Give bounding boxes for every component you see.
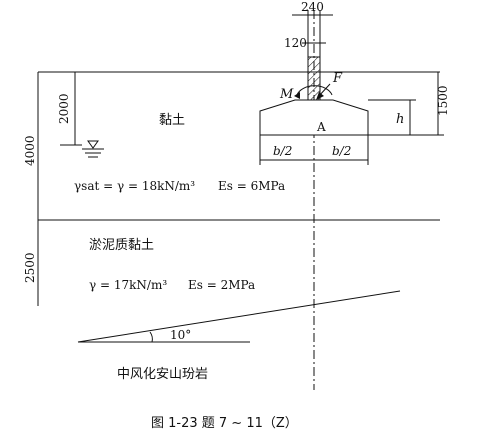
point-a-label: A <box>316 120 326 134</box>
layer1-es: Es = 6MPa <box>218 179 285 193</box>
column <box>307 56 321 101</box>
rock-surface-line <box>77 290 401 343</box>
force-label: F <box>332 71 343 86</box>
layer2-gamma: γ = 17kN/m³ <box>89 278 167 292</box>
layer1-name: 黏土 <box>159 112 185 128</box>
layer1-thickness-label: 4000 <box>23 135 37 166</box>
layer2-thickness-label: 2500 <box>23 252 37 283</box>
layer3-name: 中风化安山玢岩 <box>117 367 208 382</box>
layer1-gamma: γsat = γ = 18kN/m³ <box>74 179 195 193</box>
water-table-icon <box>82 140 104 158</box>
water-depth-label: 2000 <box>57 93 71 124</box>
half-base-left-label: b/2 <box>273 144 292 158</box>
layer2-es: Es = 2MPa <box>188 278 255 292</box>
column-width-label: 240 <box>301 0 324 14</box>
footing-height-label: h <box>396 112 404 127</box>
half-base-right-label: b/2 <box>332 144 351 158</box>
figure-caption: 图 1-23 题 7 ~ 11（Z） <box>151 416 298 431</box>
layer2-name: 淤泥质黏土 <box>89 237 154 253</box>
moment-label: M <box>279 87 294 102</box>
rock-angle-label: 10° <box>170 328 191 342</box>
force-arrowhead <box>316 92 324 100</box>
moment-arrow <box>296 85 333 96</box>
footing-depth-label: 1500 <box>436 85 450 116</box>
moment-arrowhead <box>294 92 300 99</box>
half-width-label: 120 <box>284 36 307 50</box>
footing <box>259 99 369 136</box>
angle-arc <box>149 331 153 343</box>
